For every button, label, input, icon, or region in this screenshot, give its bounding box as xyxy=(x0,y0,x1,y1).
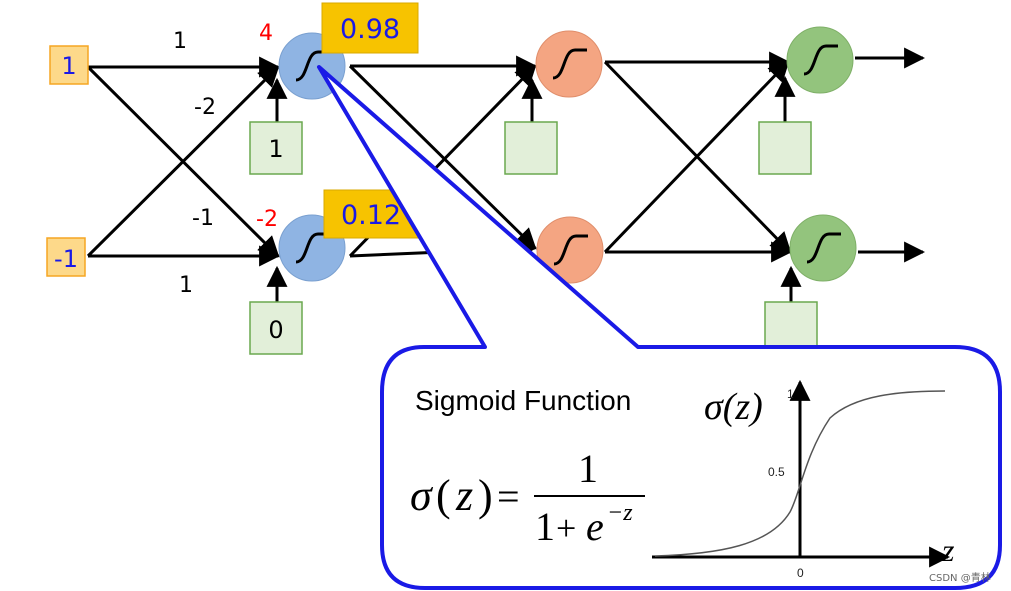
neuron-l2-2 xyxy=(536,216,604,284)
formula-equals: = xyxy=(497,474,520,519)
formula-z: z xyxy=(455,471,473,520)
callout-title: Sigmoid Function xyxy=(415,385,631,416)
sigmoid-icon xyxy=(806,232,841,264)
plot-x-label: z xyxy=(941,532,955,568)
formula-den-one: 1 xyxy=(535,504,555,549)
output-value-1: 0.98 xyxy=(340,14,400,45)
formula-lparen: ( xyxy=(436,471,451,520)
formula-rparen: ) xyxy=(478,471,493,520)
sigmoid-icon xyxy=(295,50,330,82)
pre-activation-1: 4 xyxy=(259,21,273,46)
bias-box-3 xyxy=(504,121,558,175)
input-node-1: 1 xyxy=(49,45,89,85)
bias-value-1: 1 xyxy=(268,135,283,163)
sigmoid-formula: σ ( z ) = 1 1 + e −z xyxy=(410,446,645,549)
plot-y-label: σ(z) xyxy=(704,386,763,428)
bias-value-2: 0 xyxy=(268,316,283,344)
formula-exponent: −z xyxy=(607,500,633,526)
sigmoid-icon xyxy=(552,48,587,80)
bias-box-2: 0 xyxy=(249,301,303,355)
pre-activation-2: -2 xyxy=(256,207,278,232)
hidden-connections-2 xyxy=(603,47,926,302)
formula-plus: + xyxy=(556,508,576,548)
formula-e: e xyxy=(586,504,604,549)
sigmoid-plot: σ(z) 1 0.5 0 z xyxy=(652,379,955,580)
bias-box-1: 1 xyxy=(249,121,303,175)
y-tick-1: 1 xyxy=(787,387,794,401)
formula-numerator: 1 xyxy=(578,446,598,491)
input-node-2: -1 xyxy=(46,237,86,277)
sigmoid-icon xyxy=(553,234,588,266)
weight-label: -1 xyxy=(192,206,214,231)
output-value-2: 0.12 xyxy=(341,200,401,231)
neuron-l3-2 xyxy=(789,214,857,282)
y-tick-half: 0.5 xyxy=(768,465,785,479)
watermark: CSDN @青林 xyxy=(929,571,991,584)
formula-sigma: σ xyxy=(410,471,434,520)
sigmoid-curve xyxy=(654,390,946,557)
neuron-l3-1 xyxy=(786,26,854,94)
output-label-2: 0.12 xyxy=(323,189,419,239)
weight-label: 1 xyxy=(173,29,187,54)
weight-label: -2 xyxy=(194,95,216,120)
sigmoid-callout: Sigmoid Function σ ( z ) = 1 1 + e −z σ(… xyxy=(317,65,1002,590)
sigmoid-icon xyxy=(803,44,838,76)
output-label-1: 0.98 xyxy=(321,2,419,54)
edge-in2-n1 xyxy=(86,65,280,258)
bias-box-5 xyxy=(758,121,812,175)
input-connections xyxy=(86,56,288,302)
input-value-2: -1 xyxy=(54,245,78,273)
x-tick-zero: 0 xyxy=(797,566,804,580)
weight-label: 1 xyxy=(179,273,193,298)
input-value-1: 1 xyxy=(61,52,76,80)
sigmoid-icon xyxy=(295,232,330,264)
neuron-l2-1 xyxy=(535,30,603,98)
